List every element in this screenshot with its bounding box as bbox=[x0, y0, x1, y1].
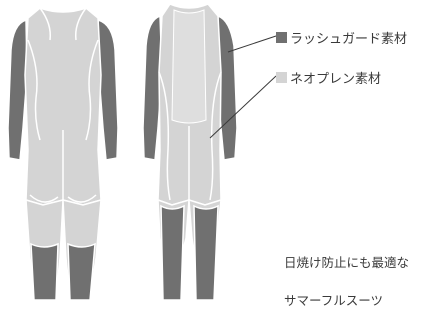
neoprene-swatch-icon bbox=[276, 72, 287, 83]
rashguard-pointer-line bbox=[228, 36, 276, 52]
back-left-lower-leg bbox=[161, 206, 184, 300]
front-left-lower-leg bbox=[31, 244, 58, 300]
back-right-lower-leg bbox=[194, 206, 218, 300]
legend-rashguard-label: ラッシュガード素材 bbox=[290, 28, 407, 47]
rashguard-swatch-icon bbox=[276, 32, 287, 43]
legend-rashguard: ラッシュガード素材 bbox=[276, 28, 407, 47]
front-right-lower-leg bbox=[68, 244, 95, 300]
front-wetsuit bbox=[8, 8, 118, 300]
front-left-sleeve bbox=[8, 20, 27, 160]
caption-line-1: 日焼け防止にも最適な bbox=[284, 252, 409, 271]
legend-neoprene-label: ネオプレン素材 bbox=[290, 68, 381, 87]
back-wetsuit bbox=[143, 4, 237, 300]
legend-neoprene: ネオプレン素材 bbox=[276, 68, 381, 87]
caption-line-2: サマーフルスーツ bbox=[284, 290, 383, 309]
